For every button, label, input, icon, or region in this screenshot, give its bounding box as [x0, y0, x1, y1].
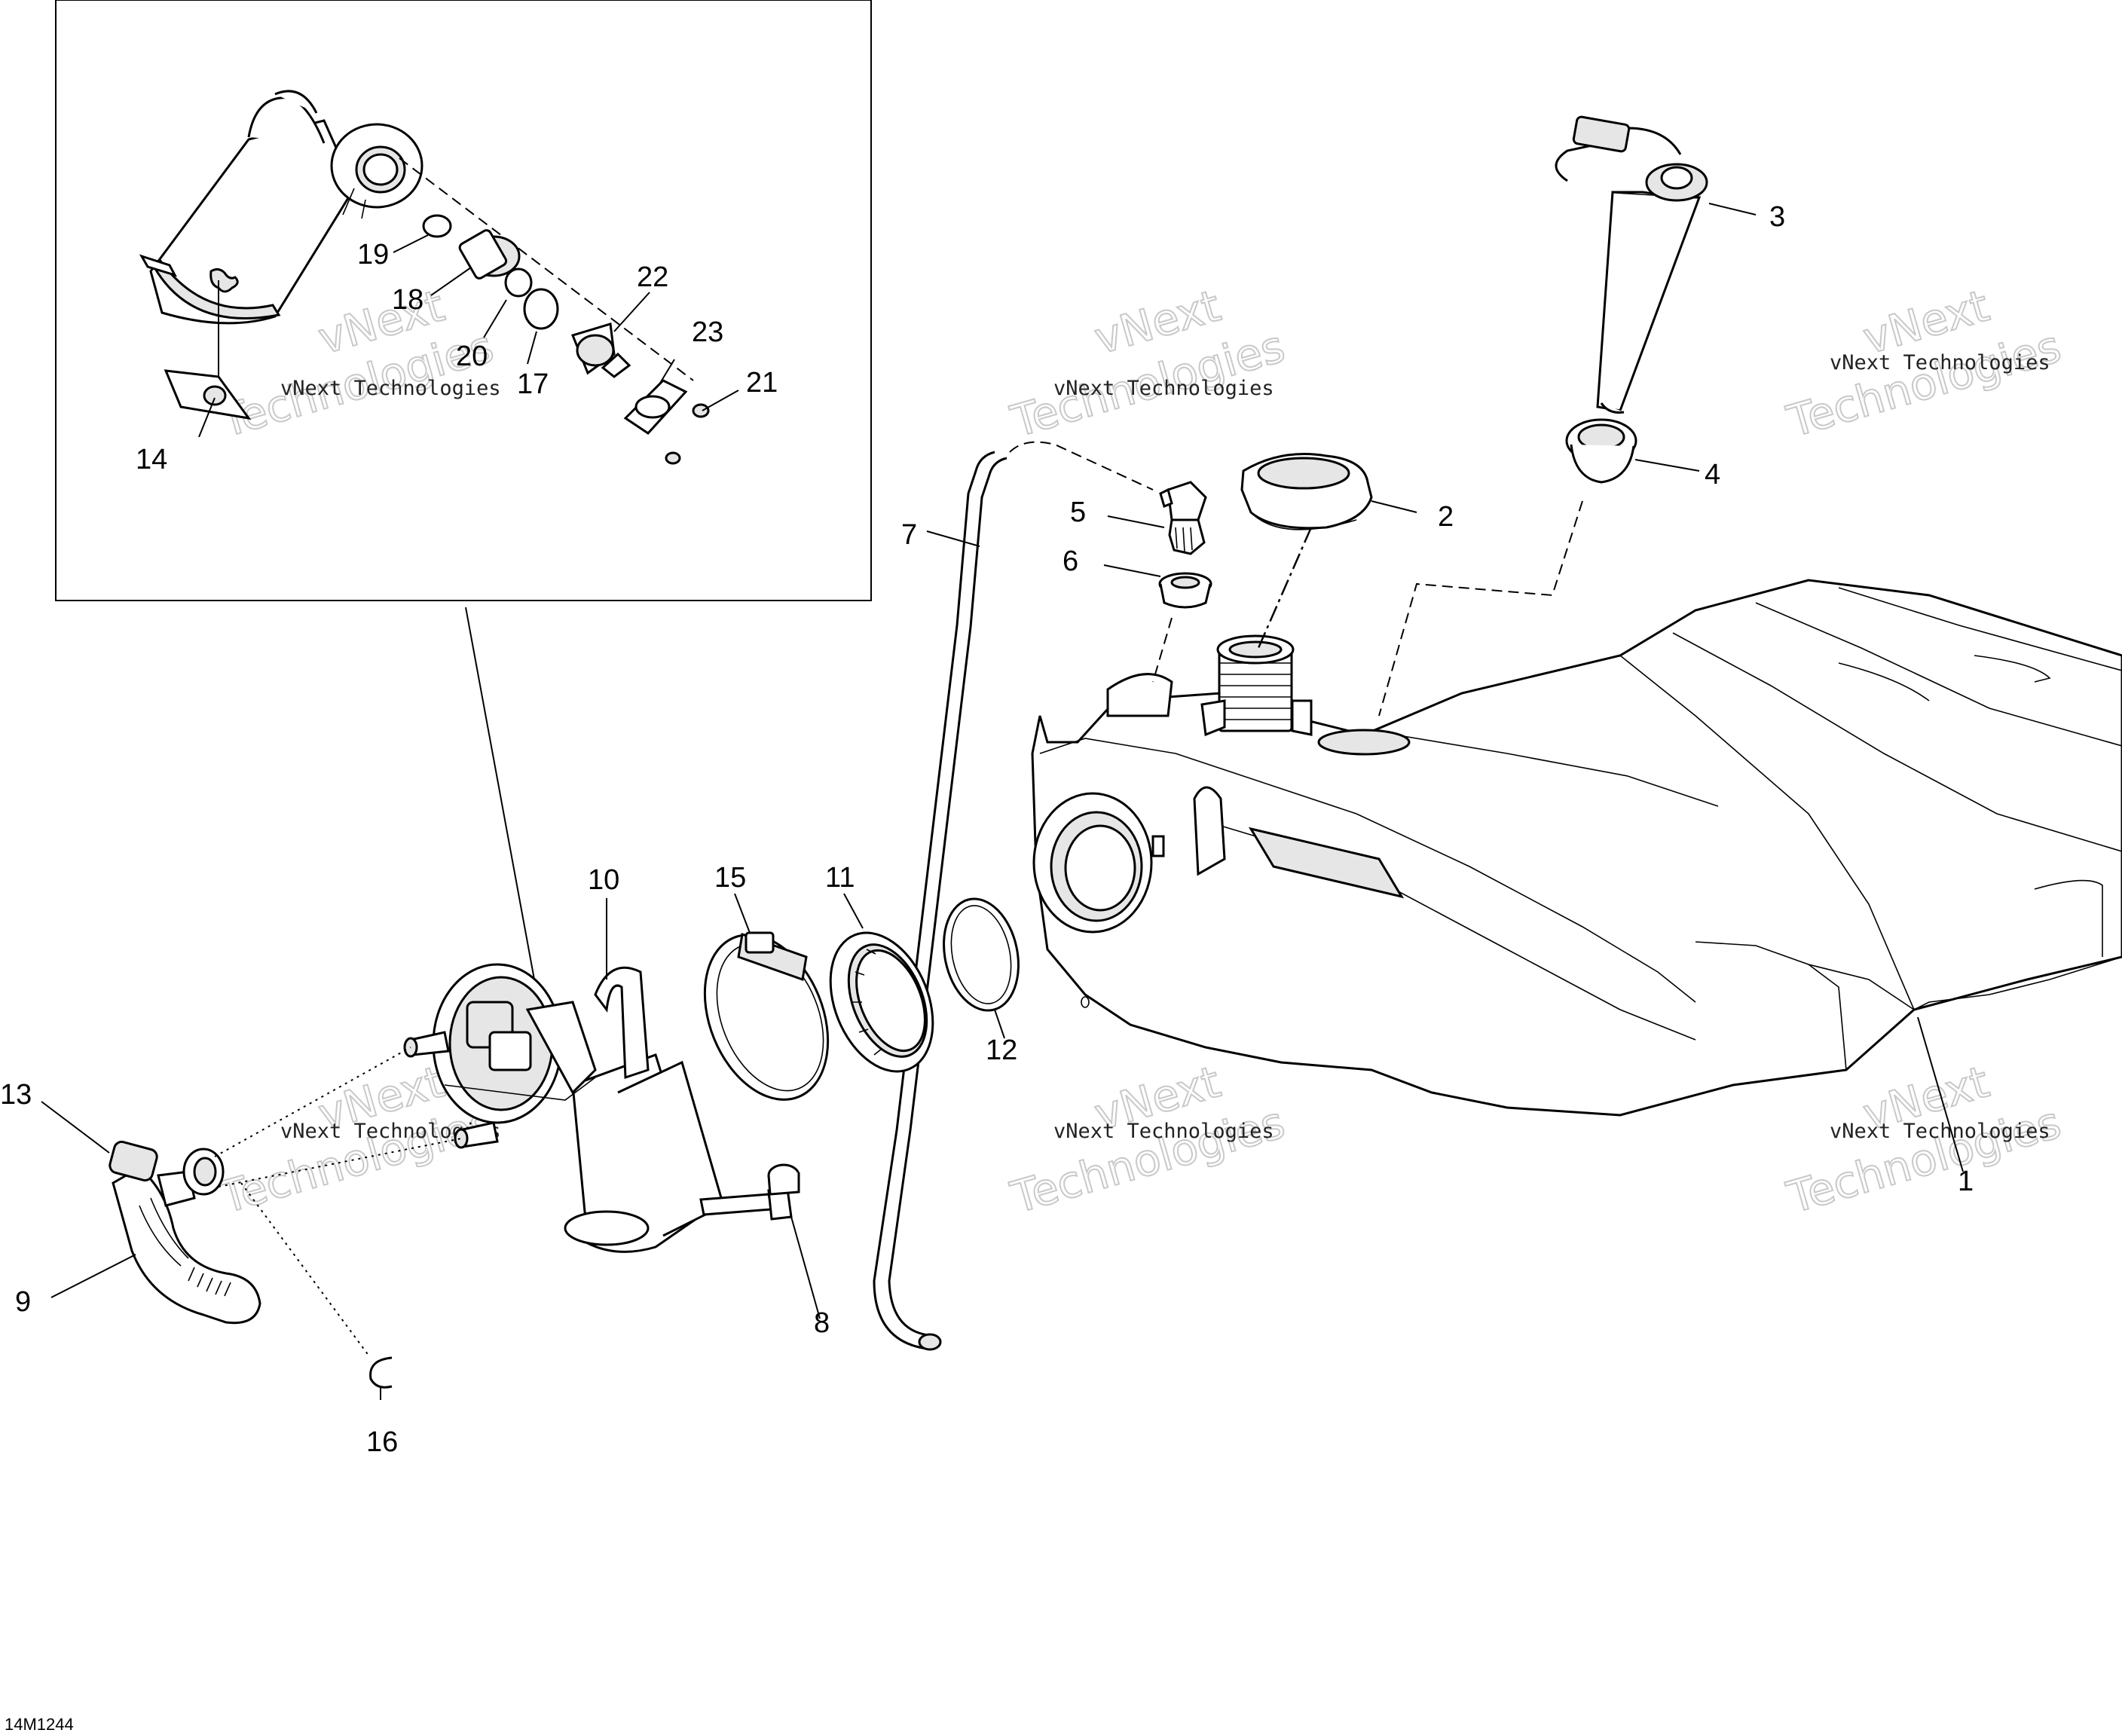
- callout-23: 23: [692, 316, 723, 348]
- clamp: [703, 931, 830, 1101]
- valve-axis: [1152, 617, 1173, 683]
- o-ring-inner: [950, 905, 1012, 1004]
- fuel-level-sensor: [1555, 115, 1708, 414]
- callout-7: 7: [901, 519, 917, 551]
- valve-grommet: [1158, 572, 1212, 609]
- fuel-tank: [1031, 579, 2122, 1117]
- watermark-top-right: vNext Technologies vNext Technologies: [1781, 279, 2067, 448]
- svg-text:vNext Technologies: vNext Technologies: [1830, 351, 2050, 374]
- inset-leader: [465, 607, 537, 992]
- callout-17: 17: [517, 368, 549, 400]
- callout-19: 19: [357, 239, 389, 270]
- callout-12: 12: [986, 1035, 1017, 1066]
- leader-lines: [41, 203, 1964, 1400]
- o-ring: [943, 897, 1020, 1012]
- callout-8: 8: [814, 1307, 830, 1339]
- callout-16: 16: [366, 1426, 398, 1458]
- svg-text:vNext Technologies: vNext Technologies: [1053, 377, 1274, 400]
- callout-18: 18: [392, 284, 423, 316]
- hose-connector: [109, 1140, 225, 1207]
- sensor-axis: [1378, 500, 1583, 717]
- callout-10: 10: [588, 864, 619, 896]
- callout-5: 5: [1070, 497, 1086, 528]
- watermark-bottom-center: vNext Technologies vNext Technologies: [1004, 1055, 1291, 1224]
- callout-21: 21: [746, 367, 778, 399]
- watermark-top-center: vNext Technologies vNext Technologies: [1004, 279, 1291, 448]
- svg-text:vNext Technologies: vNext Technologies: [280, 377, 501, 400]
- callout-1: 1: [1958, 1166, 1974, 1197]
- callout-20: 20: [456, 341, 488, 372]
- callout-9: 9: [15, 1286, 31, 1318]
- callout-15: 15: [714, 862, 746, 894]
- inset-frame: [55, 0, 872, 601]
- callout-13: 13: [0, 1079, 32, 1111]
- callout-3: 3: [1769, 201, 1785, 233]
- vent-hose: [873, 451, 1007, 1351]
- callout-2: 2: [1438, 501, 1454, 533]
- callout-4: 4: [1705, 459, 1720, 491]
- callout-22: 22: [637, 261, 668, 293]
- fuel-pump-module: [403, 963, 725, 1253]
- callout-labels: 1 2 3 4 5 6 7 8 9 10 11 12 13 14 15 16 1…: [0, 201, 1974, 1458]
- inset-leaders: [198, 234, 739, 438]
- watermark-bottom-right: vNext Technologies vNext Technologies: [1781, 1055, 2067, 1224]
- callout-11: 11: [825, 862, 855, 894]
- fuel-tank-cap: [1240, 453, 1373, 530]
- cap-axis: [1257, 527, 1313, 649]
- bolt: [699, 1163, 800, 1221]
- grommet: [1565, 418, 1637, 484]
- svg-text:vNext Technologies: vNext Technologies: [1053, 1120, 1274, 1143]
- retaining-clip: [369, 1356, 393, 1389]
- callout-6: 6: [1063, 546, 1078, 577]
- svg-text:vNext Technologies: vNext Technologies: [1830, 1120, 2050, 1143]
- inset-pump-detail: [139, 90, 710, 465]
- drawing-code: 14M1244: [5, 1715, 74, 1734]
- vent-hose-axis: [1009, 441, 1154, 491]
- locking-ring: [829, 931, 934, 1073]
- fuel-hose: [112, 1166, 261, 1325]
- valve: [1159, 481, 1207, 555]
- clip-axis: [240, 1182, 370, 1357]
- hose-axis-2: [218, 1138, 462, 1187]
- callout-14: 14: [136, 444, 167, 475]
